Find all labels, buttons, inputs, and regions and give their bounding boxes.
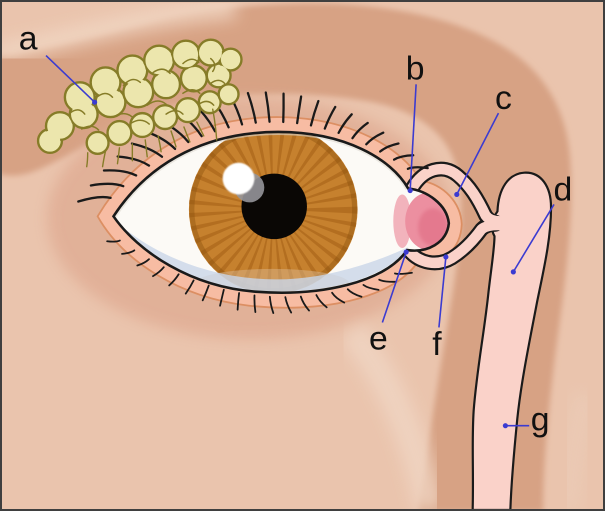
lacrimal-ductules [86,108,218,168]
leader-e-dot [403,249,409,255]
gland-lobule [177,99,199,121]
leader-b [409,84,417,191]
eyelash [299,295,310,312]
label-g-nasolacrimal-duct: g [531,401,550,439]
eyelash [236,292,240,311]
eyelash [219,288,225,307]
eyelash [77,195,112,203]
eyelash [346,288,363,298]
eyelash [392,154,415,161]
label-a-lacrimal-gland: a [19,20,38,58]
eyelash [323,105,337,130]
gland-lobule [97,89,124,116]
eyelash [201,284,210,302]
eyelash [106,239,121,243]
eyelash [102,169,138,177]
gland-lobule [173,42,199,67]
lower-eyelashes [106,239,413,314]
leader-g-dot [502,423,508,429]
gland-lobule [199,41,222,64]
gland-lobule [154,106,176,128]
lacrimal-sac-and-nasolacrimal-duct [471,171,553,509]
gland-lobule [220,86,237,103]
eyelash [168,273,180,287]
eyelash [268,295,275,314]
gland-lobule [66,84,93,111]
tear-film-crescent [125,229,409,292]
eyelash [379,142,400,153]
eyelash [351,121,369,140]
eyelash [315,294,328,309]
eyelash [121,249,136,255]
lower-canaliculus [403,219,509,269]
specular-highlight [222,162,255,195]
gland-lobule [221,50,240,69]
iris-striations [188,131,358,293]
leader-d-dot [510,269,516,275]
brow-highlight [2,2,237,64]
leader-e [381,251,407,323]
label-d-lacrimal-sac: d [554,170,573,208]
eyelash [89,182,125,188]
gland-lobule [132,114,153,136]
corner-highlight [556,390,599,509]
lacrimal-gland-orbital-lobe [36,38,243,155]
eyelash [296,95,303,125]
eyelash [116,155,151,167]
lacrimal-canaliculi [401,161,509,271]
eyelash [365,131,385,146]
labels: a b c d e f g [19,20,573,439]
eyelash [130,142,164,158]
eyelash [284,296,293,314]
eyelash [264,91,271,123]
eyelash [378,278,397,283]
leader-a-dot [92,99,98,105]
gland-lobule [153,72,179,97]
leader-c-dot [454,191,460,198]
gland-lobule [119,57,146,84]
eyelash [246,91,257,124]
leader-a [45,55,96,103]
eyeball [111,130,451,294]
gland-lobule [109,122,130,144]
leader-f [438,256,447,328]
leader-b-dot [407,187,413,194]
eyelash [331,291,346,304]
leader-c [456,112,500,195]
label-b-upper-punctum: b [406,49,425,87]
eyelash [152,266,165,278]
gland-lobule [145,47,173,74]
leader-lines [45,55,555,429]
eyelash [394,271,413,275]
eyelash [184,279,195,295]
eyelash [337,113,353,135]
gland-lobule [125,79,152,106]
nasojugal-highlight [339,322,444,509]
gland-lobule [182,67,206,90]
leader-f-dot [443,254,449,260]
plica-semilunaris [393,194,412,249]
label-f-lower-canaliculus: f [432,325,442,363]
caruncle-inner [418,208,448,247]
eyelash [253,294,257,313]
gland-lobule-lines [69,57,226,131]
eyelash [406,166,429,170]
label-c-upper-canaliculus: c [495,79,512,117]
gland-lobule [88,133,107,153]
leader-d [512,203,555,273]
eye-opening-outline [111,130,451,294]
eyelash [362,284,380,291]
gland-lobule [92,69,119,96]
upper-eyelashes [77,91,429,203]
label-e-lower-punctum: e [369,319,388,357]
gland-lobule [47,113,73,139]
eyelash [136,258,150,267]
eyelash [309,99,320,127]
